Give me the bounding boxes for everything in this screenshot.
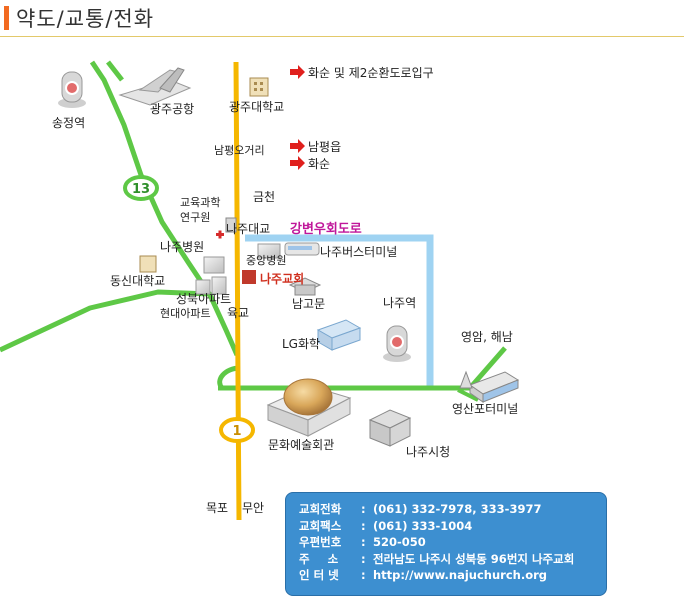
- info-row-phone: 교회전화 : (061) 332-7978, 333-3977: [299, 502, 542, 516]
- naju-hospital-icon: [203, 256, 225, 274]
- page-title: 약도/교통/전화: [16, 7, 155, 31]
- route-1-shield: 1: [219, 417, 255, 443]
- fax-label: 교회팩스: [299, 518, 342, 533]
- fax-value: (061) 333-1004: [373, 518, 473, 533]
- label-dongshin-univ: 동신대학교: [110, 274, 165, 288]
- website-label: 인 터 넷: [299, 568, 339, 582]
- label-nampyeong: 남평읍: [308, 140, 341, 154]
- culture-center-icon: [266, 378, 352, 437]
- label-central-hospital: 중앙병원: [246, 254, 286, 267]
- arrow-nampyeong-icon: [290, 139, 305, 153]
- dongshin-road: [0, 289, 211, 353]
- phone-label: 교회전화: [299, 502, 342, 516]
- gwangju-univ-icon: [249, 77, 269, 97]
- map-labels: 송정역 광주공항 광주대학교 화순 및 제2순환도로입구 남평오거리 남평읍 화…: [52, 66, 518, 515]
- page-header: 약도/교통/전화: [0, 0, 684, 38]
- arrow-hwasun-icon: [290, 156, 305, 170]
- label-naju-bridge: 나주대교: [226, 222, 270, 236]
- address-value: 전라남도 나주시 성북동 96번지 나주교회: [373, 551, 575, 566]
- label-gwangju-airport: 광주공항: [150, 102, 194, 116]
- central-hospital-icon: [257, 243, 281, 259]
- bus-terminal-icon: [284, 242, 320, 256]
- hospital-cross-icon: [216, 230, 224, 239]
- route-1-number: 1: [232, 424, 241, 439]
- label-yeongam-haenam: 영암, 해남: [461, 330, 513, 344]
- address-label: 주 소: [299, 551, 346, 566]
- label-edu-institute-2: 연구원: [180, 211, 210, 224]
- contact-info-box: 교회전화 : (061) 332-7978, 333-3977 교회팩스 : (…: [285, 492, 607, 596]
- header-divider: [0, 36, 684, 37]
- phone-value: (061) 332-7978, 333-3977: [373, 502, 542, 516]
- header-accent-bar: [4, 6, 9, 30]
- label-lg-chem: LG화학: [282, 337, 320, 351]
- label-naju-hospital: 나주병원: [160, 240, 204, 254]
- yeongsanpo-branch: [457, 388, 479, 402]
- label-hyundai-apt: 현대아파트: [160, 307, 211, 320]
- lg-chem-icon: [316, 319, 362, 351]
- edu-institute-icon: [225, 217, 237, 233]
- route-13-shield: 13: [123, 175, 159, 201]
- label-muan: 무안: [242, 501, 264, 515]
- info-row-fax: 교회팩스 : (061) 333-1004: [299, 518, 473, 533]
- label-seongbuk-apt: 성북아파트: [176, 292, 231, 306]
- label-nampyeong-junction: 남평오거리: [214, 144, 265, 157]
- yeongsanpo-bus-icon: [459, 370, 520, 403]
- label-naju-station: 나주역: [383, 296, 416, 310]
- label-namgomun: 남고문: [292, 297, 325, 311]
- label-hwasun: 화순: [308, 157, 330, 171]
- airport-icon: [118, 67, 192, 106]
- label-geumcheon: 금천: [253, 189, 275, 204]
- info-row-address: 주 소 : 전라남도 나주시 성북동 96번지 나주교회: [299, 551, 575, 566]
- yeongam-road: [468, 346, 507, 390]
- postcode-value: 520-050: [373, 535, 426, 549]
- label-naju-church: 나주교회: [260, 271, 304, 286]
- postcode-label: 우편번호: [299, 535, 342, 549]
- route-13-number: 13: [132, 182, 150, 197]
- label-yeongsanpo-terminal: 영산포터미널: [452, 402, 518, 416]
- website-link[interactable]: http://www.najuchurch.org: [373, 568, 548, 582]
- label-yukgyo: 육교: [227, 306, 249, 320]
- label-culture-center: 문화예술회관: [268, 438, 334, 452]
- info-row-postcode: 우편번호 : 520-050: [299, 535, 426, 549]
- road-network: [0, 60, 507, 521]
- church-marker: [242, 270, 256, 284]
- label-gwangju-univ: 광주대학교: [229, 100, 284, 114]
- naju-station-icon: [383, 325, 411, 362]
- route-13-road: [89, 60, 240, 357]
- label-riverside-bypass: 강변우회도로: [290, 221, 362, 237]
- apartment-icon: [195, 276, 227, 295]
- label-songjeong: 송정역: [52, 116, 85, 130]
- label-naju-city-hall: 나주시청: [406, 445, 450, 459]
- city-hall-icon: [368, 409, 412, 447]
- airport-spur: [106, 60, 124, 82]
- route-1-road: [233, 61, 242, 521]
- label-mokpo: 목포: [206, 501, 228, 515]
- namgomun-icon: [288, 277, 322, 296]
- dongshin-univ-icon: [139, 255, 157, 273]
- label-hwasun-ring: 화순 및 제2순환도로입구: [308, 66, 434, 80]
- label-naju-bus-terminal: 나주버스터미널: [320, 245, 397, 259]
- arrow-hwasun-ring-icon: [290, 65, 305, 79]
- songjeong-station-icon: [58, 71, 86, 108]
- info-row-website: 인 터 넷 : http://www.najuchurch.org: [299, 568, 548, 582]
- direction-arrows: [290, 65, 305, 170]
- label-edu-institute-1: 교육과학: [180, 196, 220, 209]
- bypass-road: [245, 234, 434, 390]
